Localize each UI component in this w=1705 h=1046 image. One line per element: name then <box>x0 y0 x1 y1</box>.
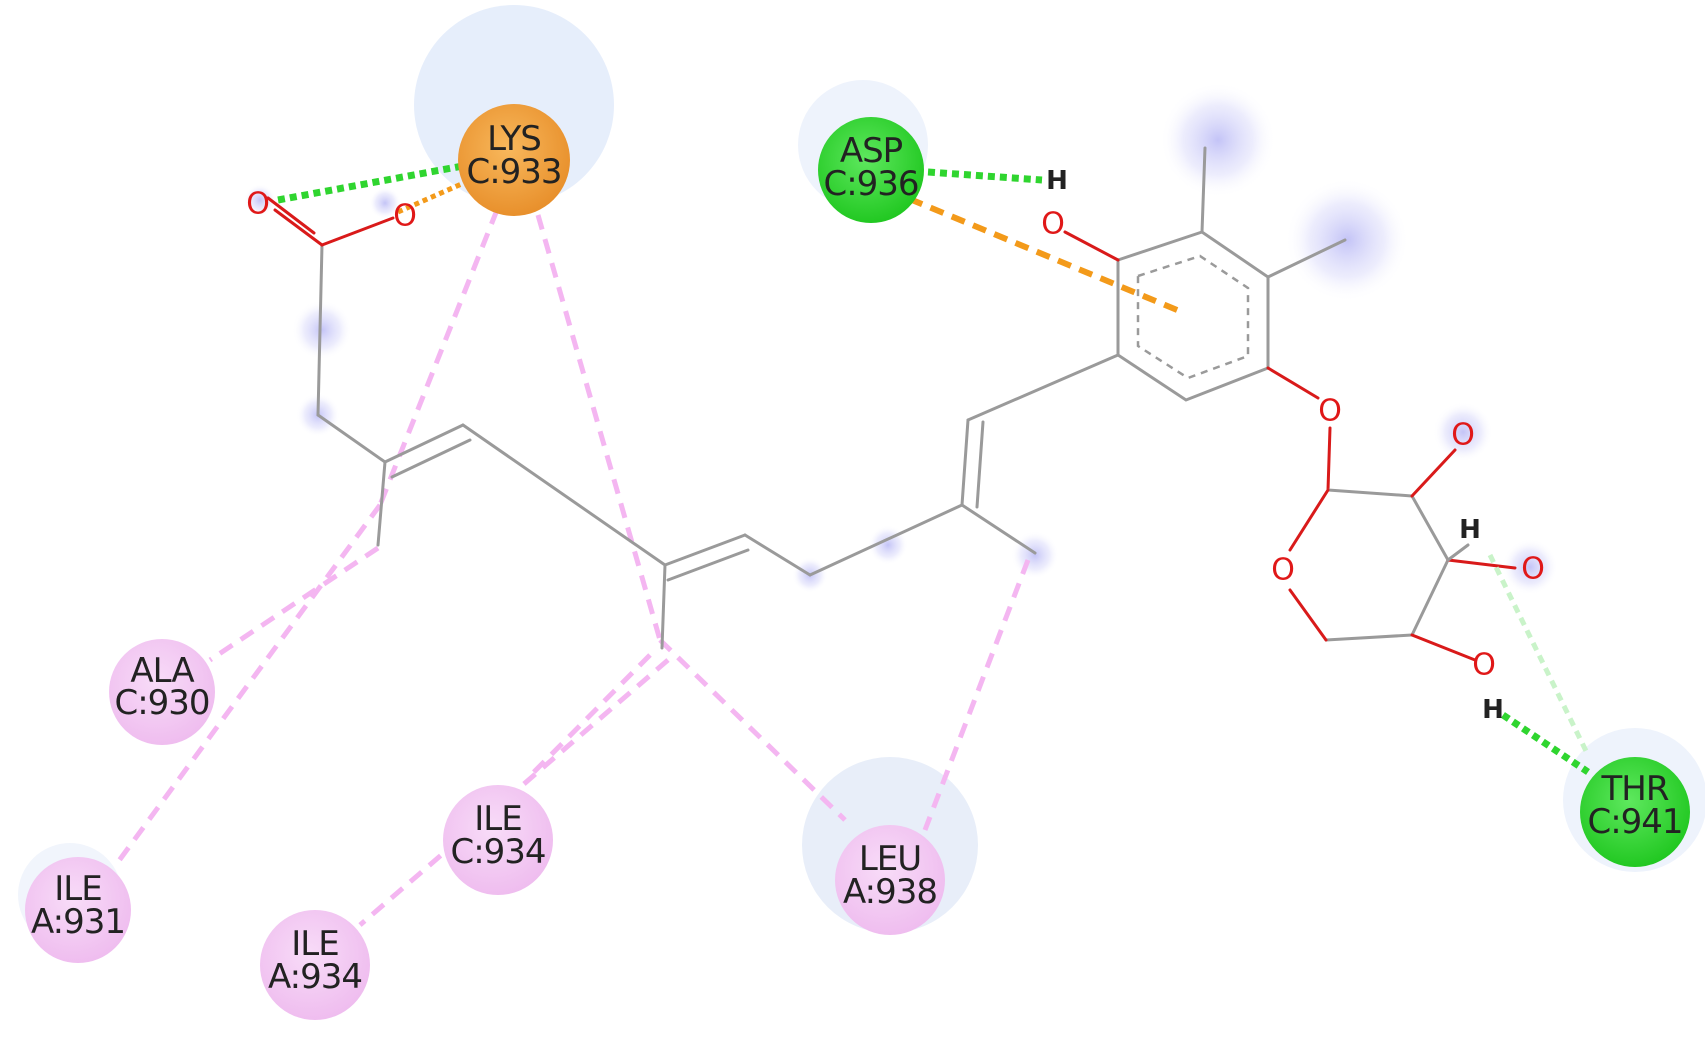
residue-ile934a: ILE A:934 <box>260 910 370 1020</box>
oxygen-atom: O <box>246 187 270 222</box>
svg-text:A:934: A:934 <box>268 957 362 997</box>
hydrogen-atom: H <box>1459 515 1481 545</box>
svg-text:ILE: ILE <box>291 924 338 964</box>
ile934a-node <box>260 910 370 1020</box>
svg-text:ILE: ILE <box>474 799 521 839</box>
svg-text:A:931: A:931 <box>31 902 125 942</box>
oxygen-atom: O <box>1041 207 1065 242</box>
svg-text:ILE: ILE <box>54 869 101 909</box>
svg-text:ALA: ALA <box>130 651 194 691</box>
svg-text:C:930: C:930 <box>114 683 209 723</box>
oxygen-atom: O <box>393 199 417 234</box>
svg-text:C:933: C:933 <box>466 152 561 192</box>
svg-text:ASP: ASP <box>840 131 903 171</box>
atom-labels: O O O H O O O O H O H <box>246 166 1545 725</box>
oxygen-atom: O <box>1271 553 1295 588</box>
ligand-skeleton <box>266 146 1517 662</box>
hydrogen-atom: H <box>1046 166 1068 196</box>
ala930-node <box>109 639 215 745</box>
thr941-node <box>1580 757 1690 867</box>
ile931-node <box>25 857 131 963</box>
oxygen-atom: O <box>1521 552 1545 587</box>
carbon-hydrogen-bond-thr941 <box>1487 553 1591 757</box>
residue-ile934c: ILE C:934 <box>443 785 553 895</box>
svg-text:LYS: LYS <box>487 119 541 159</box>
svg-text:LEU: LEU <box>859 839 921 879</box>
pi-anion-asp936 <box>886 187 1184 315</box>
ile934c-node <box>443 785 553 895</box>
oxygen-atom: O <box>1318 394 1342 429</box>
svg-text:C:934: C:934 <box>450 832 545 872</box>
lys933-node <box>458 104 570 216</box>
asp936-node <box>818 117 924 223</box>
svg-text:THR: THR <box>1601 769 1669 809</box>
hbond-asp936 <box>927 168 1043 184</box>
hydrogen-bonds <box>277 161 1590 775</box>
hydrogen-atom: H <box>1482 695 1504 725</box>
svg-text:A:938: A:938 <box>843 872 937 912</box>
hbond-lys933 <box>277 161 469 204</box>
oxygen-atom: O <box>1472 648 1496 683</box>
residue-thr941: THR C:941 <box>1580 757 1690 867</box>
residue-lys933: LYS C:933 <box>458 104 570 216</box>
svg-text:C:936: C:936 <box>823 164 918 204</box>
residue-ala930: ALA C:930 <box>109 639 215 745</box>
oxygen-atom: O <box>1451 418 1475 453</box>
residue-leu938: LEU A:938 <box>835 825 945 935</box>
residue-ile931: ILE A:931 <box>25 857 131 963</box>
hbond-thr941 <box>1501 712 1590 775</box>
svg-text:C:941: C:941 <box>1587 802 1682 842</box>
leu938-node <box>835 825 945 935</box>
residue-asp936: ASP C:936 <box>818 117 924 223</box>
